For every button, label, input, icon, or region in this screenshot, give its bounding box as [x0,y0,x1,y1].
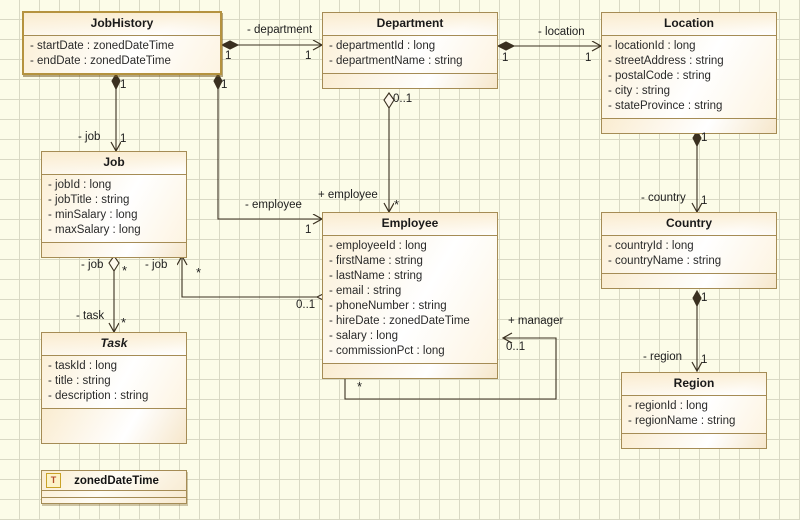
class-attribute: - city : string [608,85,670,97]
edge-label-country: - country [641,192,686,204]
multiplicity-country-region-source: 1 [701,292,708,304]
class-attribute: - departmentName : string [329,55,463,67]
class-attribute: - regionId : long [628,400,708,412]
multiplicity-job-task-source: * [122,263,128,278]
class-box-country[interactable]: Country - countryId : long - countryName… [601,212,777,289]
class-attribute: - departmentId : long [329,40,436,52]
class-attribute: - minSalary : long [48,209,138,221]
class-attribute: - jobId : long [48,179,112,191]
edge-label-department: - department [247,24,313,36]
datatype-header: T zonedDateTime [42,471,186,491]
edge-label-employee-from-department: + employee [318,189,378,201]
class-box-task[interactable]: Task - taskId : long - title : string - … [41,332,187,444]
multiplicity-country-region-target: 1 [701,354,708,366]
multiplicity-department-employee-source: 0..1 [393,93,413,105]
multiplicity-jobhistory-job-target: 1 [120,133,127,145]
class-attribute: - stateProvince : string [608,100,723,112]
class-box-job[interactable]: Job - jobId : long - jobTitle : string -… [41,151,187,258]
class-name-country: Country [602,213,776,236]
class-attribute: - commissionPct : long [329,345,445,357]
multiplicity-jobhistory-department-source: 1 [225,50,232,62]
class-operations-department [323,74,497,88]
class-operations-task [42,409,186,443]
datatype-T-icon: T [46,473,61,488]
class-attributes-task: - taskId : long - title : string - descr… [42,356,186,409]
class-box-jobhistory[interactable]: JobHistory - startDate : zonedDateTime -… [22,11,222,75]
class-attributes-jobhistory: - startDate : zonedDateTime - endDate : … [24,36,220,73]
multiplicity-job-task-target: * [121,315,127,330]
class-name-job: Job [42,152,186,175]
class-operations-employee [323,364,497,378]
class-attribute: - description : string [48,390,149,402]
class-attributes-location: - locationId : long - streetAddress : st… [602,36,776,119]
multiplicity-department-location-target: 1 [585,52,592,64]
class-attribute: - regionName : string [628,415,736,427]
class-attributes-department: - departmentId : long - departmentName :… [323,36,497,74]
multiplicity-employee-manager-source: * [357,379,363,394]
class-attributes-employee: - employeeId : long - firstName : string… [323,236,497,364]
class-attribute: - streetAddress : string [608,55,724,67]
multiplicity-employee-job-source: 0..1 [296,299,316,311]
edge-label-job-left: - job [81,259,104,271]
multiplicity-department-employee-target: * [394,197,400,212]
class-box-department[interactable]: Department - departmentId : long - depar… [322,12,498,89]
class-attribute: - postalCode : string [608,70,711,82]
class-operations-job [42,243,186,257]
datatype-box-zoneddatetime[interactable]: T zonedDateTime [41,470,187,504]
class-name-employee: Employee [323,213,497,236]
multiplicity-location-country-target: 1 [701,195,708,207]
multiplicity-employee-manager-target: 0..1 [506,341,526,353]
class-attribute: - salary : long [329,330,399,342]
edge-label-job-to-jobhistory: - job [78,131,101,143]
class-attribute: - employeeId : long [329,240,427,252]
class-box-employee[interactable]: Employee - employeeId : long - firstName… [322,212,498,379]
class-operations-country [602,274,776,288]
class-operations-region [622,434,766,448]
class-name-region: Region [622,373,766,396]
multiplicity-employee-job-target: * [196,265,202,280]
class-attribute: - firstName : string [329,255,423,267]
class-name-jobhistory: JobHistory [24,13,220,36]
class-attribute: - locationId : long [608,40,696,52]
multiplicity-location-country-source: 1 [701,132,708,144]
class-name-department: Department [323,13,497,36]
class-attribute: - endDate : zonedDateTime [30,55,171,67]
class-attribute: - countryId : long [608,240,694,252]
multiplicity-jobhistory-employee-target: 1 [305,224,312,236]
edge-label-task: - task [76,310,105,322]
class-attribute: - phoneNumber : string [329,300,447,312]
class-attributes-job: - jobId : long - jobTitle : string - min… [42,175,186,243]
class-attribute: - startDate : zonedDateTime [30,40,175,52]
class-attributes-country: - countryId : long - countryName : strin… [602,236,776,274]
class-attribute: - maxSalary : long [48,224,141,236]
class-box-region[interactable]: Region - regionId : long - regionName : … [621,372,767,449]
class-attribute: - title : string [48,375,111,387]
class-attribute: - jobTitle : string [48,194,130,206]
class-attribute: - lastName : string [329,270,423,282]
edge-label-employee-from-jobhistory: - employee [245,199,302,211]
datatype-compartment-2 [42,498,186,503]
class-name-task: Task [42,333,186,356]
class-attribute: - countryName : string [608,255,722,267]
class-name-location: Location [602,13,776,36]
edge-label-location: - location [538,26,585,38]
multiplicity-jobhistory-job-source: 1 [120,79,127,91]
multiplicity-jobhistory-employee-source: 1 [221,79,228,91]
edge-label-job-right: - job [145,259,168,271]
multiplicity-department-location-source: 1 [502,52,509,64]
edge-label-manager: + manager [508,315,564,327]
edge-label-region: - region [643,351,682,363]
class-box-location[interactable]: Location - locationId : long - streetAdd… [601,12,777,134]
class-operations-location [602,119,776,133]
class-attribute: - taskId : long [48,360,118,372]
multiplicity-jobhistory-department-target: 1 [305,50,312,62]
class-attributes-region: - regionId : long - regionName : string [622,396,766,434]
class-attribute: - email : string [329,285,402,297]
datatype-compartment-1 [42,491,186,498]
datatype-name: zonedDateTime [74,474,159,487]
class-attribute: - hireDate : zonedDateTime [329,315,470,327]
